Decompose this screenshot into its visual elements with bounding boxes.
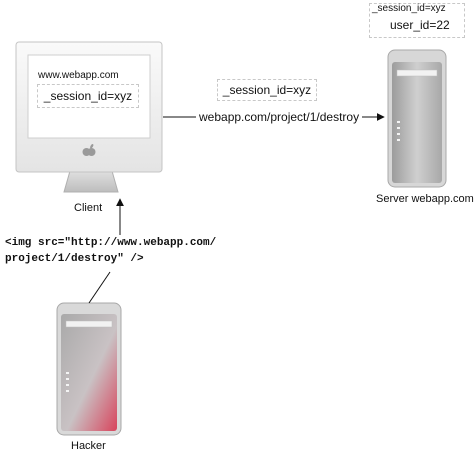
request-session-cookie: _session_id=xyz [217,79,317,101]
client-session-cookie: _session_id=xyz [37,84,139,108]
hacker-payload: <img src="http://www.webapp.com/ project… [5,235,216,267]
client-label: Client [74,202,103,214]
hacker-payload-line1: <img src="http://www.webapp.com/ [5,237,217,249]
server-session-user: user_id=22 [390,18,450,32]
apple-logo-icon [82,144,96,156]
server-session-cookie: _session_id=xyz [372,3,446,14]
server-label: Server webapp.com [376,193,474,205]
payload-arrow [88,271,111,304]
hacker-payload-line2: project/1/destroy" /> [5,253,144,265]
client-browser-url: www.webapp.com [38,70,119,81]
hacker-tower-icon [56,302,122,436]
server-tower-icon [387,49,447,188]
server-session-box: _session_id=xyz user_id=22 [369,3,465,38]
hacker-label: Hacker [71,440,106,452]
request-url-label: webapp.com/project/1/destroy [196,110,363,124]
